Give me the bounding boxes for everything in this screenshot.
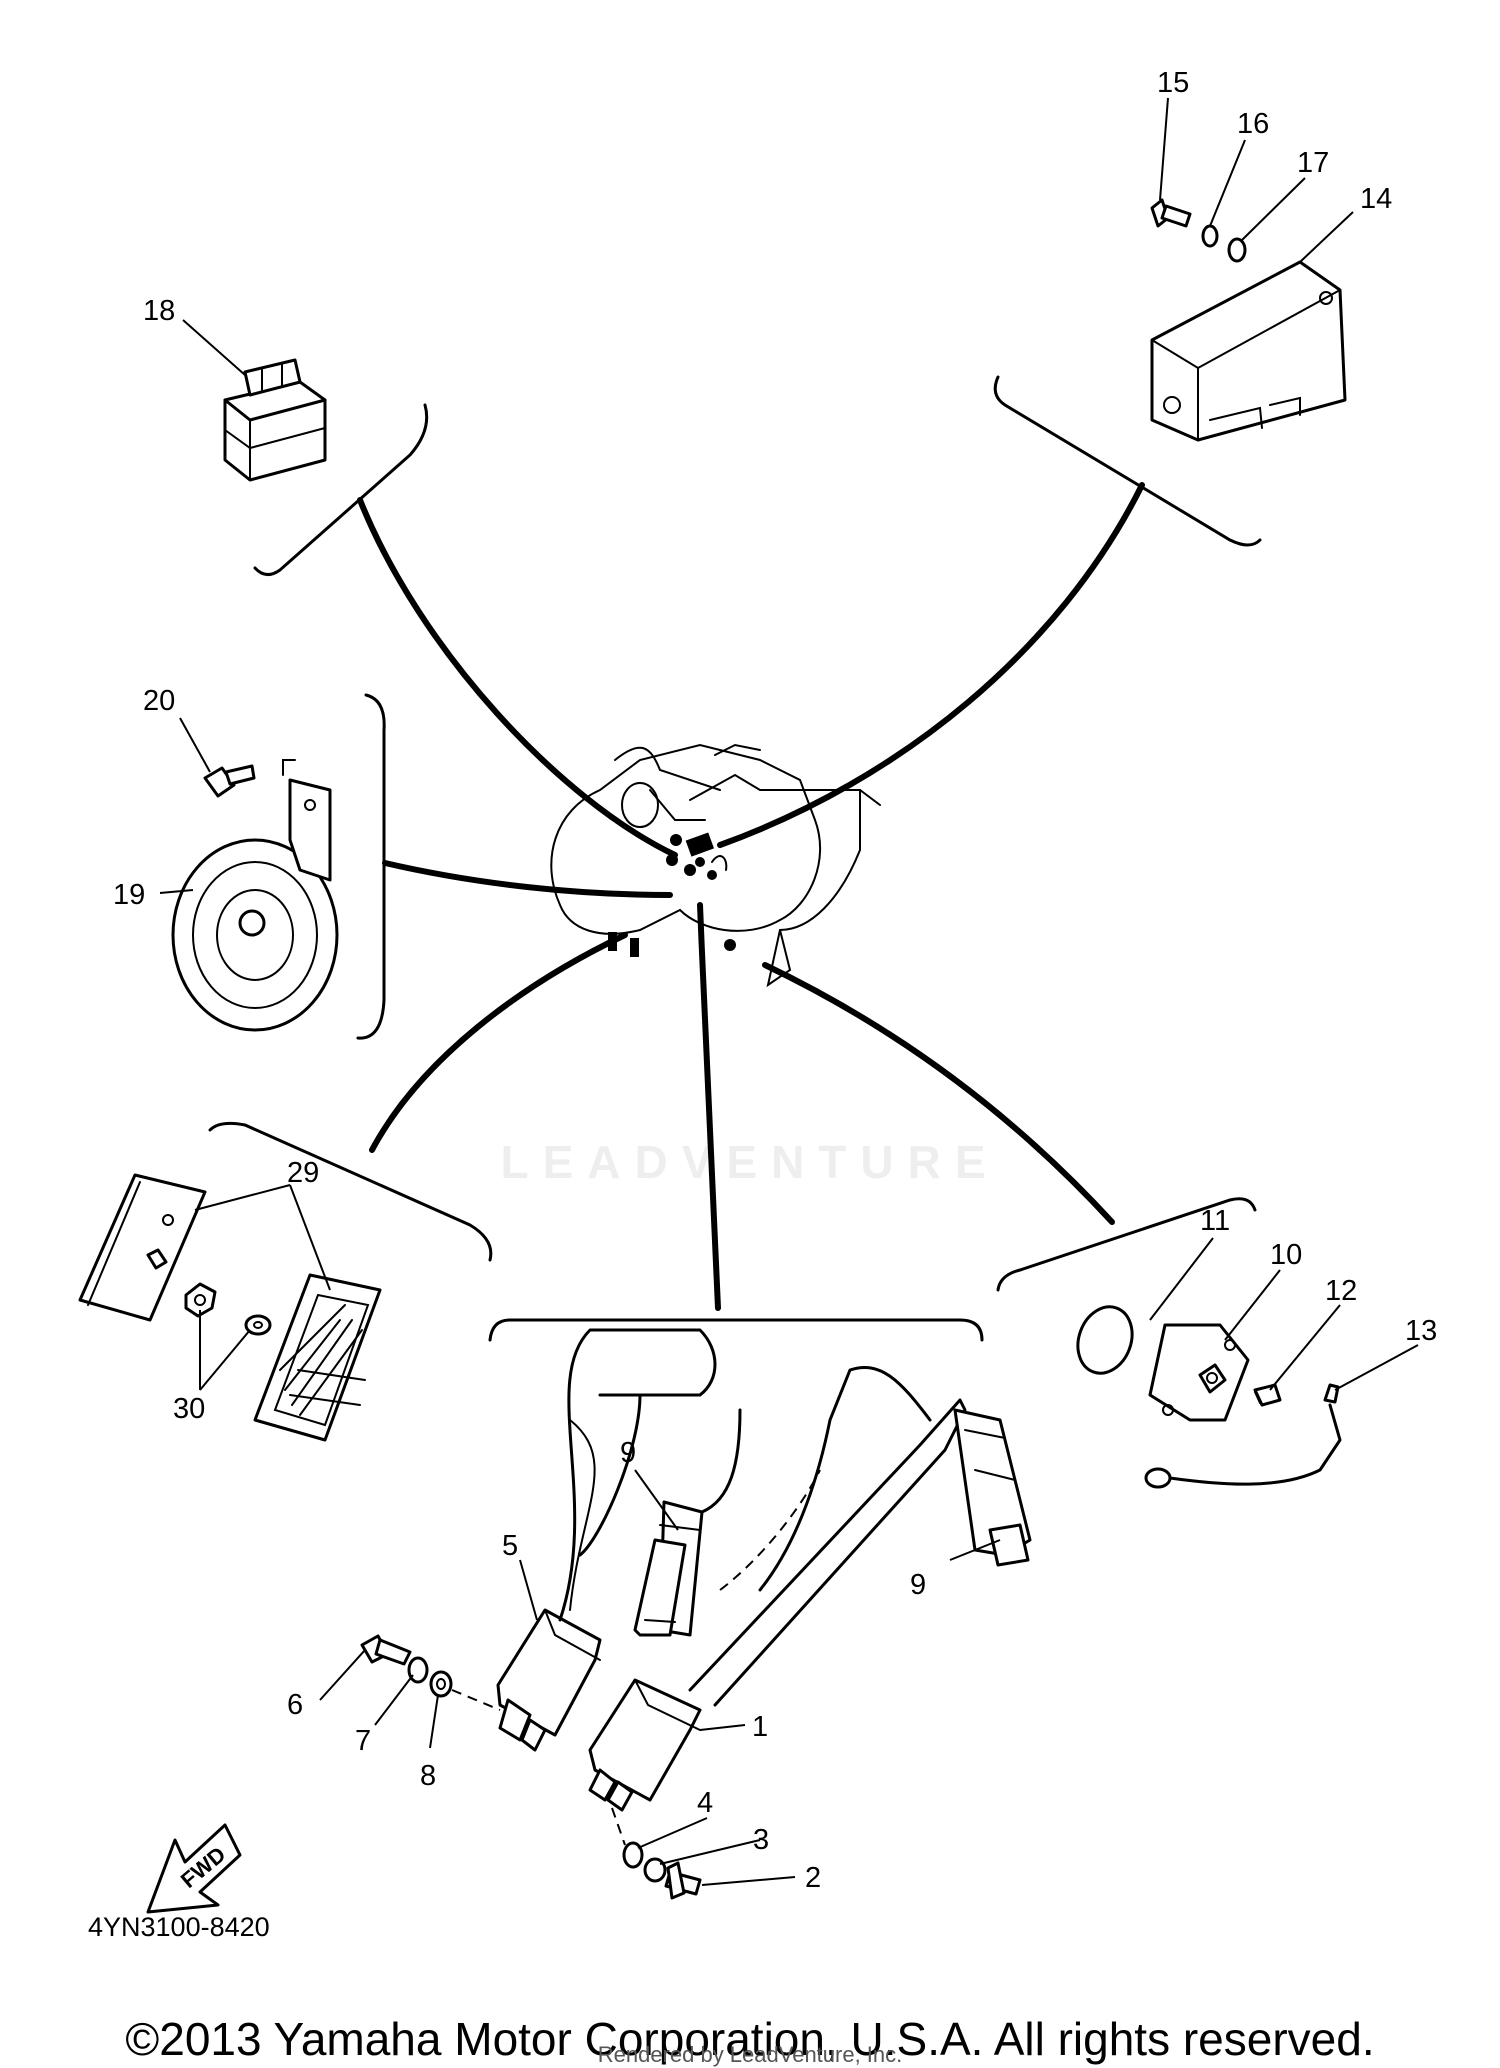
callout-9a: 9 <box>620 1437 636 1469</box>
callout-9b: 9 <box>910 1569 926 1601</box>
callout-2: 2 <box>805 1862 821 1894</box>
part-30-nut-washer <box>184 1282 272 1336</box>
part-18-relay <box>223 358 327 482</box>
callout-30: 30 <box>173 1393 205 1425</box>
parts-15-16-17-fasteners <box>1150 198 1247 263</box>
region-connector-lines <box>357 482 1145 1311</box>
callout-3: 3 <box>753 1824 769 1856</box>
rendered-by-credit: Rendered by LeadVenture, Inc. <box>597 2042 903 2067</box>
part-14-cdi-unit <box>1150 260 1347 442</box>
region-brackets <box>208 375 1262 1342</box>
callout-15: 15 <box>1157 67 1189 99</box>
part-1-ignition-coil <box>588 1365 1032 1812</box>
part-12-screw <box>1253 1383 1282 1407</box>
leader-lines <box>159 97 1419 1886</box>
callout-18: 18 <box>143 295 175 327</box>
callout-16: 16 <box>1237 108 1269 140</box>
callout-17: 17 <box>1297 147 1329 179</box>
callout-10: 10 <box>1270 1239 1302 1271</box>
callout-14: 14 <box>1360 183 1392 215</box>
part-9-plug-cap-left <box>633 1538 687 1637</box>
callout-4: 4 <box>697 1787 713 1819</box>
callout-19: 19 <box>113 879 145 911</box>
callout-labels: 1 2 3 4 5 6 7 8 9 9 10 11 12 13 14 15 16… <box>113 67 1437 1894</box>
callout-8: 8 <box>420 1760 436 1792</box>
callout-1: 1 <box>752 1711 768 1743</box>
part-13-lead-wire <box>1144 1383 1342 1489</box>
part-9-plug-cap-right <box>988 1523 1030 1567</box>
callout-7: 7 <box>355 1725 371 1757</box>
part-29-reflector-right <box>253 1273 382 1442</box>
part-19-horn <box>171 759 339 1032</box>
callout-5: 5 <box>502 1530 518 1562</box>
callout-20: 20 <box>143 685 175 717</box>
part-29-reflector-left <box>78 1173 207 1322</box>
copyright-notice: ©2013 Yamaha Motor Corporation, U.S.A. A… <box>125 2013 1375 2065</box>
part-10-sensor-body <box>1148 1323 1250 1422</box>
lead-routing-line <box>719 1469 821 1591</box>
part-11-o-ring <box>1076 1305 1134 1375</box>
parts-6-7-8-fasteners <box>360 1634 501 1711</box>
callout-29: 29 <box>287 1157 319 1189</box>
callout-11: 11 <box>1200 1205 1230 1237</box>
callout-12: 12 <box>1325 1275 1357 1307</box>
parts-2-3-4-fasteners <box>611 1807 702 1900</box>
watermark-text: LEADVENTURE <box>500 1136 1000 1188</box>
part-20-bolt <box>203 764 256 798</box>
fwd-arrow: FWD <box>146 1823 242 1914</box>
callout-6: 6 <box>287 1689 303 1721</box>
callout-13: 13 <box>1405 1315 1437 1347</box>
diagram-code: 4YN3100-8420 <box>88 1912 270 1942</box>
